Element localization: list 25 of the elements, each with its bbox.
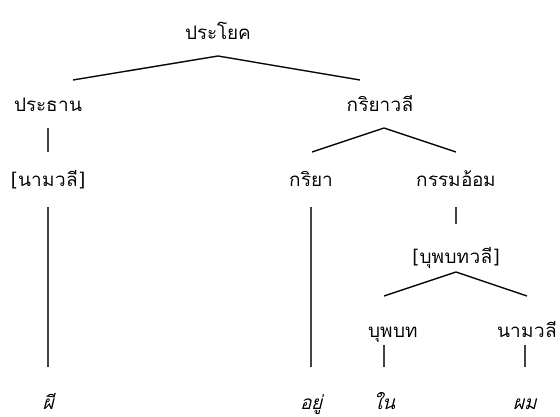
tree-branch bbox=[383, 345, 385, 367]
tree-branch bbox=[384, 127, 456, 153]
tree-branch bbox=[72, 55, 218, 81]
category-label: ประธาน bbox=[3, 80, 93, 128]
tree-branch bbox=[47, 207, 49, 367]
category-label: [บุพบทวลี] bbox=[401, 224, 511, 272]
tree-branch bbox=[47, 128, 49, 152]
tree-branch bbox=[524, 345, 526, 367]
word-label: ใน bbox=[364, 367, 404, 417]
tree-branch bbox=[218, 55, 360, 81]
word-label: อยู่ bbox=[291, 367, 331, 417]
category-label: [นามวลี] bbox=[3, 152, 93, 207]
tree-branch bbox=[310, 207, 312, 367]
category-label: นามวลี bbox=[495, 296, 559, 345]
tree-branch bbox=[384, 271, 456, 297]
word-label: ผี bbox=[28, 367, 68, 417]
category-label: บุพบท bbox=[358, 296, 428, 345]
tree-branch bbox=[456, 271, 528, 297]
tree-branch bbox=[312, 127, 384, 153]
category-label: กริยา bbox=[276, 152, 346, 207]
word-label: ผม bbox=[505, 367, 545, 417]
category-label: กริยาวลี bbox=[335, 80, 425, 128]
category-label: ประโยค bbox=[168, 14, 268, 56]
category-label: กรรมอ้อม bbox=[406, 152, 506, 207]
tree-branch bbox=[455, 207, 457, 224]
